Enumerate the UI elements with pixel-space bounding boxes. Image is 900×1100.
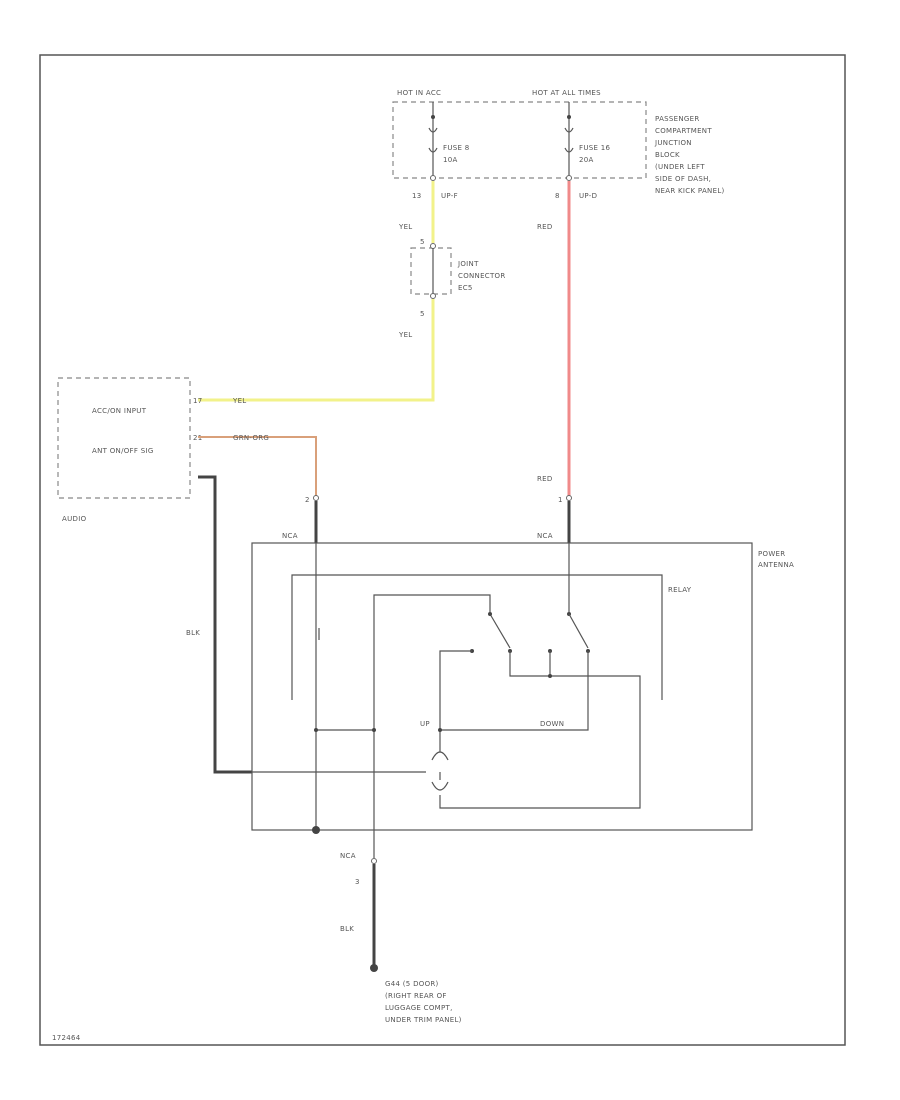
joint-connector-pin-top xyxy=(430,243,436,249)
svg-text:PASSENGER: PASSENGER xyxy=(655,115,700,123)
antenna-conn-left: NCA xyxy=(282,532,298,540)
svg-text:COMPARTMENT: COMPARTMENT xyxy=(655,127,712,135)
joint-connector-label-2: CONNECTOR xyxy=(458,272,506,280)
fuse-left-conn: UP-F xyxy=(441,192,458,200)
grn-org-label: GRN-ORG xyxy=(233,434,269,442)
svg-text:JUNCTION: JUNCTION xyxy=(654,139,692,147)
svg-text:NEAR KICK PANEL): NEAR KICK PANEL) xyxy=(655,187,725,195)
orange-wire xyxy=(198,436,317,496)
yel-label-3: YEL xyxy=(232,397,247,405)
joint-connector-label-3: EC5 xyxy=(458,284,473,292)
svg-text:SIDE OF DASH,: SIDE OF DASH, xyxy=(655,175,711,183)
audio-acc-input-label: ACC/ON INPUT xyxy=(92,407,147,415)
audio-box xyxy=(57,377,191,499)
down-label: DOWN xyxy=(540,720,564,728)
yel-label-1: YEL xyxy=(398,223,413,231)
fuse-right-rating: 20A xyxy=(579,156,594,164)
fuse-left-pin: 13 xyxy=(412,192,422,200)
fuse-right-terminal-top xyxy=(567,115,571,119)
ground-conn: NCA xyxy=(340,852,356,860)
diagram-code: 172464 xyxy=(52,1034,81,1042)
fuse-left-symbol-2 xyxy=(428,147,438,153)
fuse-block-box xyxy=(392,101,647,179)
joint-connector-pin-bottom xyxy=(430,293,436,299)
blk-label-bottom: BLK xyxy=(340,925,354,933)
fuse-left-symbol xyxy=(428,127,438,133)
black-wire-audio xyxy=(198,475,252,774)
ground-location: G44 (5 DOOR) (RIGHT REAR OF LUGGAGE COMP… xyxy=(385,980,462,1024)
outer-frame xyxy=(39,54,846,1046)
power-antenna-name-2: ANTENNA xyxy=(758,561,794,569)
svg-text:LUGGAGE COMPT,: LUGGAGE COMPT, xyxy=(385,1004,453,1012)
fuse-left-terminal-top xyxy=(431,115,435,119)
audio-name: AUDIO xyxy=(62,515,87,523)
fuse-right-pin: 8 xyxy=(555,192,560,200)
fuse-right-conn: UP-D xyxy=(579,192,597,200)
power-antenna-box xyxy=(251,542,753,831)
svg-text:G44 (5 DOOR): G44 (5 DOOR) xyxy=(385,980,439,988)
blk-label-left: BLK xyxy=(186,629,200,637)
svg-text:(RIGHT REAR OF: (RIGHT REAR OF xyxy=(385,992,447,1000)
hot-at-all-times-label: HOT AT ALL TIMES xyxy=(532,89,601,97)
audio-ant-sig-label: ANT ON/OFF SIG xyxy=(92,447,154,455)
ground-pin: 3 xyxy=(355,878,360,886)
antenna-pin-right: 1 xyxy=(558,496,563,504)
fuse-block-location: PASSENGER COMPARTMENT JUNCTION BLOCK (UN… xyxy=(654,115,725,195)
antenna-pin-left-connector xyxy=(313,495,319,501)
relay-internal-wiring xyxy=(252,543,641,830)
fuse-right-name: FUSE 16 xyxy=(579,144,610,152)
audio-pin-acc: 17 xyxy=(193,397,203,405)
red-label-1: RED xyxy=(537,223,553,231)
joint-pin-bottom: 5 xyxy=(420,310,425,318)
ground-connector xyxy=(371,858,377,864)
fuse-left-connector xyxy=(430,175,436,181)
joint-connector-label-1: JOINT xyxy=(457,260,479,268)
fuse-left-name: FUSE 8 xyxy=(443,144,470,152)
relay-bracket xyxy=(291,574,663,700)
antenna-pin-left: 2 xyxy=(305,496,310,504)
ground-splice xyxy=(312,826,320,834)
joint-connector-box xyxy=(410,247,452,295)
joint-pin-top: 5 xyxy=(420,238,425,246)
antenna-pin-right-connector xyxy=(566,495,572,501)
fuse-right-symbol xyxy=(564,127,574,133)
red-label-2: RED xyxy=(537,475,553,483)
up-label: UP xyxy=(420,720,430,728)
svg-text:(UNDER LEFT: (UNDER LEFT xyxy=(655,163,705,171)
svg-text:BLOCK: BLOCK xyxy=(655,151,680,159)
ground-terminal xyxy=(370,964,378,972)
svg-text:UNDER TRIM PANEL): UNDER TRIM PANEL) xyxy=(385,1016,462,1024)
fuse-right-symbol-2 xyxy=(564,147,574,153)
relay-label: RELAY xyxy=(668,586,692,594)
hot-in-acc-label: HOT IN ACC xyxy=(397,89,441,97)
fuse-left-rating: 10A xyxy=(443,156,458,164)
yellow-wire-2 xyxy=(198,299,435,402)
audio-pin-ant: 21 xyxy=(193,434,203,442)
yel-label-2: YEL xyxy=(398,331,413,339)
fuse-right-connector xyxy=(566,175,572,181)
antenna-conn-right: NCA xyxy=(537,532,553,540)
power-antenna-name-1: POWER xyxy=(758,550,785,558)
